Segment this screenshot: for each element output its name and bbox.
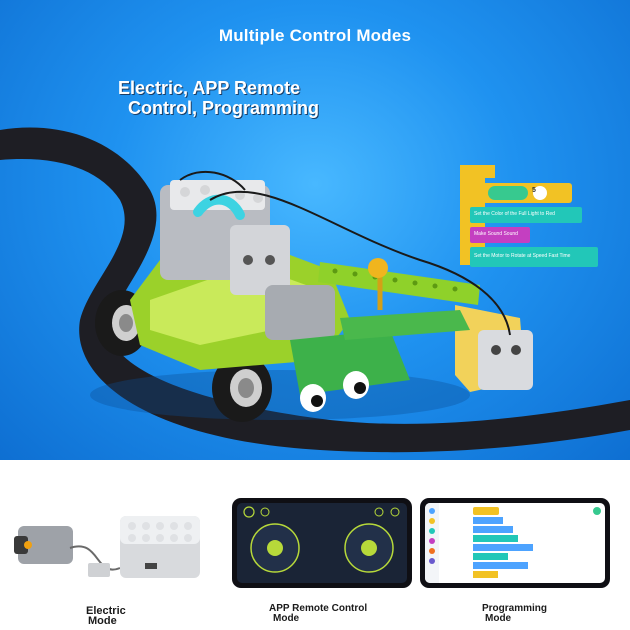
code-block-3: Set the Motor to Rotate at Speed Fast Ti… bbox=[474, 253, 571, 259]
lift-arm bbox=[318, 258, 480, 310]
robot-car-scene bbox=[0, 127, 630, 453]
programming-screen bbox=[425, 503, 601, 583]
front-sensor bbox=[455, 305, 533, 392]
code-blocks[interactable] bbox=[473, 507, 533, 578]
mode-caption-electric: Electric Mode bbox=[86, 605, 126, 627]
remote-control-phone bbox=[232, 498, 412, 588]
battery-box-icon bbox=[120, 516, 200, 578]
programming-phone bbox=[420, 498, 610, 588]
front-wheel-icon bbox=[212, 354, 272, 422]
mode-caption-programming-line1: Programming bbox=[482, 603, 548, 614]
hero-banner: Multiple Control Modes Electric, APP Rem… bbox=[0, 0, 630, 460]
front-plate bbox=[290, 330, 410, 395]
eye-icon bbox=[300, 371, 369, 412]
settings-icon bbox=[260, 507, 270, 517]
light-icon bbox=[374, 507, 384, 517]
modes-strip: Electric Mode APP Remote Control Mode Pr… bbox=[0, 460, 630, 630]
mode-caption-app-line2: Mode bbox=[273, 613, 300, 624]
mode-caption-app: APP Remote Control Mode bbox=[269, 604, 367, 624]
hero-subtitle-line1: Electric, APP Remote bbox=[118, 78, 301, 98]
motor-block bbox=[265, 285, 335, 340]
run-icon[interactable] bbox=[593, 507, 601, 515]
right-joystick[interactable] bbox=[344, 523, 394, 573]
electric-mode-illustration bbox=[14, 516, 200, 578]
code-block-2: Make Sound Sound bbox=[474, 231, 518, 237]
counter-value: 5 bbox=[532, 187, 536, 194]
hero-subtitle-line2: Control, Programming bbox=[128, 98, 320, 118]
track-road bbox=[0, 127, 630, 453]
category-icons[interactable] bbox=[429, 508, 435, 564]
hub-block bbox=[160, 180, 290, 295]
mode-caption-electric-line1: Electric bbox=[86, 605, 126, 617]
hero-title: Multiple Control Modes bbox=[218, 26, 412, 45]
mode-caption-app-line1: APP Remote Control bbox=[269, 603, 368, 614]
code-blocks-panel bbox=[460, 165, 598, 267]
mode-caption-programming-line2: Mode bbox=[485, 613, 512, 624]
sound-icon bbox=[390, 507, 400, 517]
code-block-1: Set the Color of the Full Light to Red bbox=[474, 211, 555, 217]
back-arrow-icon bbox=[243, 506, 255, 518]
left-joystick[interactable] bbox=[250, 523, 300, 573]
hero-subtitle: Electric, APP Remote Control, Programmin… bbox=[118, 78, 319, 118]
joystick-screen bbox=[243, 506, 400, 573]
mode-caption-electric-line2: Mode bbox=[88, 615, 117, 627]
motor-icon bbox=[14, 526, 73, 564]
mode-caption-programming: Programming Mode bbox=[482, 604, 547, 624]
